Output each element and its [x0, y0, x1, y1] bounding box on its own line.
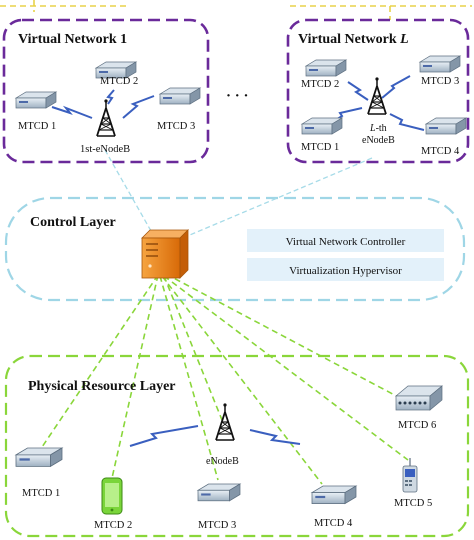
physical-enodeb-label: eNodeB — [206, 456, 239, 467]
vn1-mtcd1-label: MTCD 1 — [18, 121, 56, 132]
virtual-network-controller-box — [247, 229, 444, 252]
control-layer-title: Control Layer — [30, 215, 116, 230]
vnL-mtcd3-label: MTCD 3 — [421, 76, 459, 87]
vnL-mtcd1-label: MTCD 1 — [301, 142, 339, 153]
virtual-network-1-box — [2, 18, 210, 164]
vn1-mtcd1-icon — [15, 91, 57, 109]
vn1-mtcd3-label: MTCD 3 — [157, 121, 195, 132]
control-layer-box — [4, 196, 466, 302]
physical-enodeb-tower-icon — [215, 402, 235, 441]
virtualization-hypervisor-label: Virtualization Hypervisor — [289, 265, 402, 277]
vnL-enodeb-label-line1: L-th — [369, 123, 387, 134]
physical-mtcd5-handheld-icon — [402, 458, 418, 493]
physical-mtcd6-label: MTCD 6 — [398, 420, 436, 431]
physical-mtcd3-icon — [197, 483, 241, 502]
virtual-network-L-title: Virtual Network L — [298, 32, 409, 47]
virtual-network-1-title: Virtual Network 1 — [18, 32, 127, 47]
vnL-mtcd1-icon — [301, 117, 343, 135]
physical-mtcd3-label: MTCD 3 — [198, 520, 236, 531]
vn1-enodeb-label: 1st-eNodeB — [80, 144, 130, 155]
vn1-enodeb-tower-icon — [96, 98, 116, 137]
server-icon — [141, 229, 189, 279]
virtual-to-control-links — [104, 149, 373, 241]
physical-mtcd6-switch-icon — [395, 385, 443, 411]
physical-mtcd1-icon — [15, 447, 63, 467]
physical-mtcd1-label: MTCD 1 — [22, 488, 60, 499]
wireless-links — [51, 75, 425, 447]
vn1-mtcd3-icon — [159, 87, 201, 105]
physical-mtcd4-label: MTCD 4 — [314, 518, 353, 529]
vnL-mtcd4-icon — [425, 117, 467, 135]
vnL-mtcd2-label: MTCD 2 — [301, 79, 339, 90]
vnL-mtcd3-icon — [419, 55, 461, 73]
control-to-physical-links — [39, 273, 409, 485]
physical-mtcd4-icon — [311, 485, 357, 505]
virtualization-hypervisor-box — [247, 258, 444, 281]
virtual-network-L-box — [286, 18, 470, 164]
physical-layer-title: Physical Resource Layer — [28, 379, 176, 394]
physical-mtcd5-label: MTCD 5 — [394, 498, 432, 509]
top-connectors — [0, 0, 472, 20]
vnL-mtcd4-label: MTCD 4 — [421, 146, 460, 157]
physical-mtcd2-label: MTCD 2 — [94, 520, 132, 531]
physical-mtcd2-phone-icon — [101, 477, 123, 515]
ellipsis: · · · — [226, 88, 249, 104]
vn1-mtcd2-label: MTCD 2 — [100, 76, 138, 87]
vnL-mtcd2-icon — [305, 59, 347, 77]
virtual-network-controller-label: Virtual Network Controller — [286, 236, 406, 248]
vnL-enodeb-label-line2: eNodeB — [362, 135, 395, 146]
physical-layer-box — [4, 354, 470, 538]
